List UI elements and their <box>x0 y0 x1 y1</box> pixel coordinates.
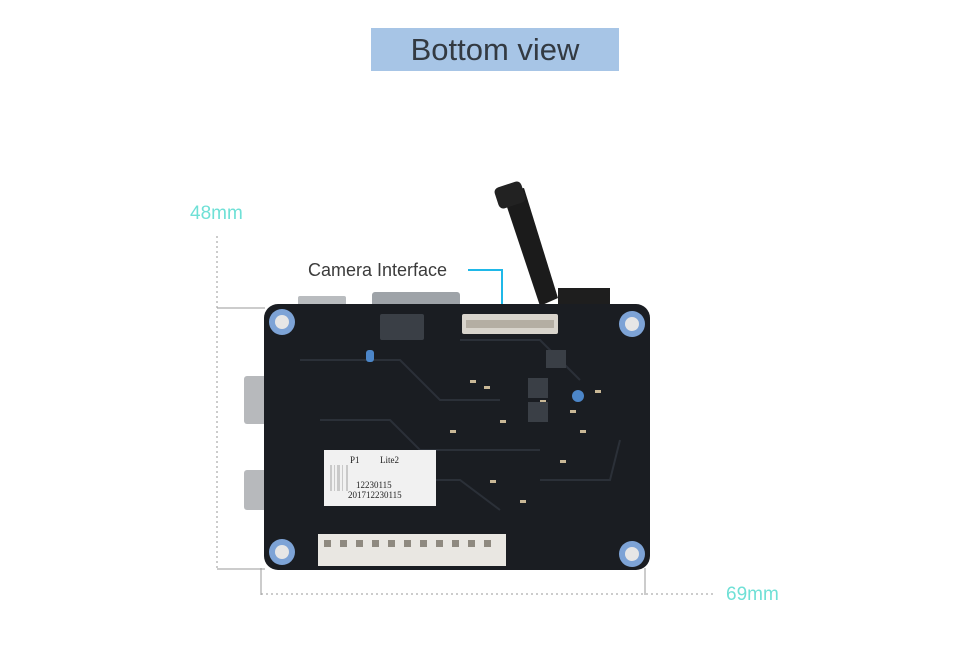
width-dimension-label: 69mm <box>726 584 779 605</box>
camera-cable <box>502 188 558 306</box>
sticker-model-left: P1 <box>350 455 360 465</box>
pcb <box>264 304 650 570</box>
gpio-header <box>318 534 506 566</box>
height-dimension-label: 48mm <box>190 203 243 224</box>
sticker-model-right: Lite2 <box>380 455 399 465</box>
height-dimension-line <box>216 236 265 570</box>
width-dimension-line <box>260 568 713 595</box>
page-title-text: Bottom view <box>410 31 580 67</box>
sticker-serial-short: 12230115 <box>356 480 392 490</box>
sticker-serial-long: 201712230115 <box>348 490 402 500</box>
camera-interface-label: Camera Interface <box>308 260 448 280</box>
mount-holes <box>269 309 645 567</box>
board-photo: P1 Lite2 12230115 201712230115 <box>240 180 660 580</box>
page-title: Bottom view <box>371 28 619 71</box>
board-illustration: P1 Lite2 12230115 201712230115 <box>244 181 650 570</box>
